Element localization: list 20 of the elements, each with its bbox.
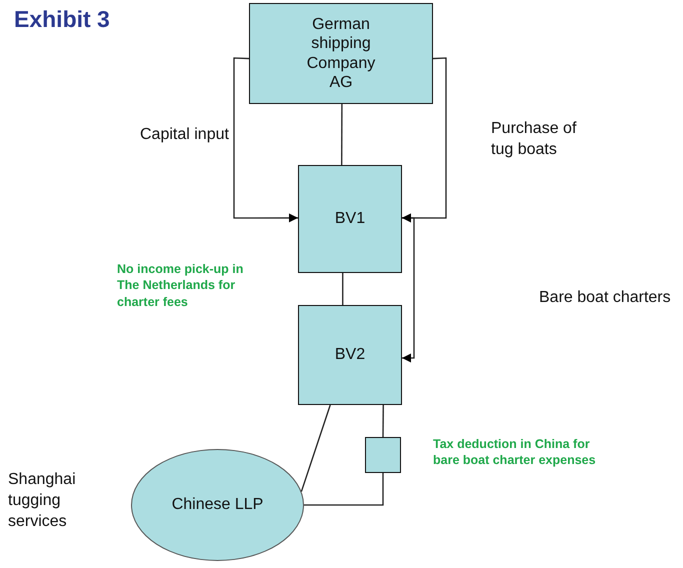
connector-line — [341, 104, 343, 165]
arrow — [402, 213, 415, 362]
diagram-title: Exhibit 3 — [14, 6, 110, 33]
node-caption: Shanghai tugging services — [8, 470, 77, 532]
arrow — [233, 57, 298, 222]
connector-line — [304, 473, 384, 506]
node-text: Chinese LLP — [172, 495, 264, 515]
note-text: No income pick-up in The Netherlands for charter fees — [117, 261, 244, 310]
connector-line — [300, 404, 331, 492]
connector-line — [382, 405, 384, 437]
note-text: Tax deduction in China for bare boat charter expenses — [433, 436, 597, 468]
entity-box — [298, 305, 402, 405]
entity-box — [298, 165, 402, 273]
node-text: BV1 — [334, 209, 366, 229]
note-text: Bare boat charters — [539, 288, 671, 308]
entity-box — [365, 437, 401, 473]
node-text: German shipping Company AG — [306, 15, 376, 92]
connector-line — [342, 273, 344, 305]
entity-box — [249, 3, 433, 104]
node-text: BV2 — [334, 345, 366, 365]
